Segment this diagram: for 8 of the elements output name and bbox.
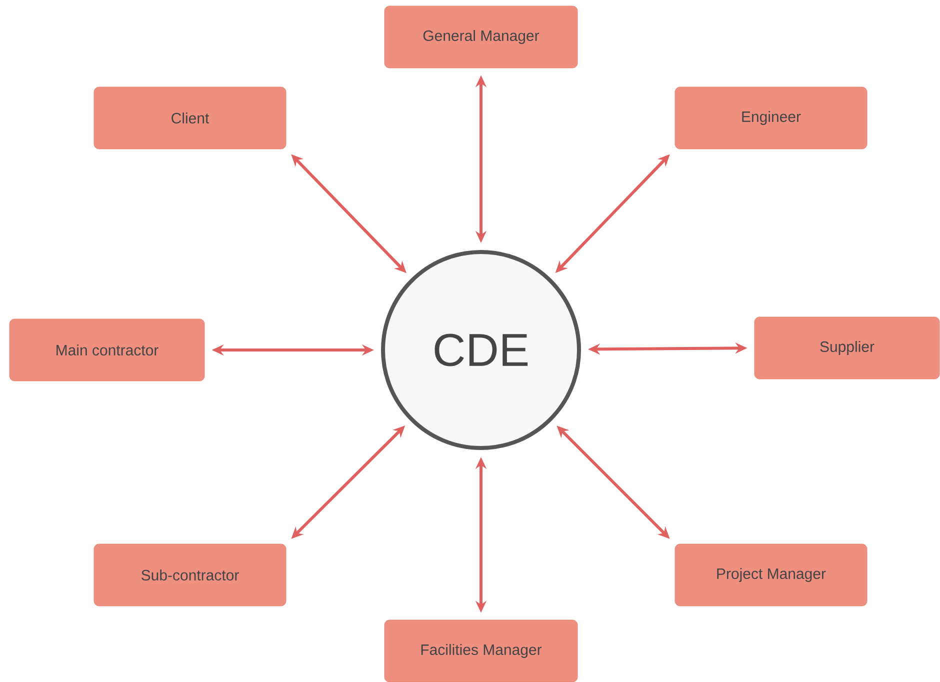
role-box: Facilities Manager — [384, 620, 578, 682]
role-box: Engineer — [674, 86, 868, 150]
role-box: Client — [94, 86, 286, 150]
role-box: Main contractor — [9, 318, 205, 382]
role-box: Sub-contractor — [94, 544, 286, 606]
role-box: Project Manager — [674, 544, 868, 606]
role-box: General Manager — [384, 6, 578, 68]
role-box: Supplier — [754, 316, 940, 380]
